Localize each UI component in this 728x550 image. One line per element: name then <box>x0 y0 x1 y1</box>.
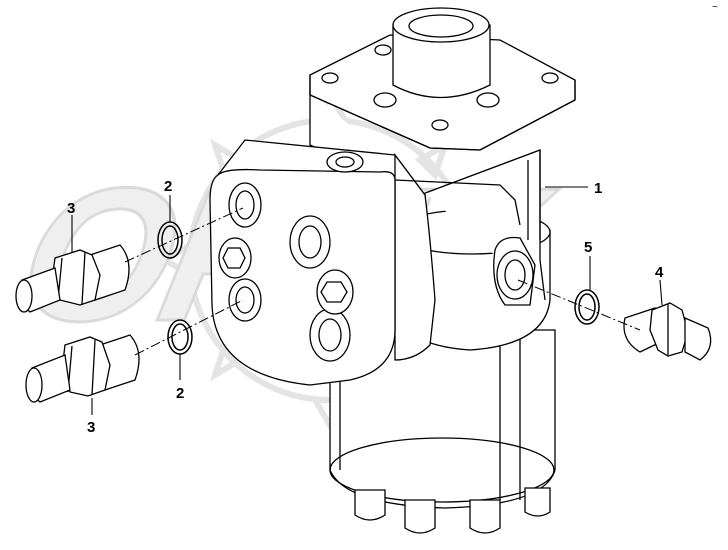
callout-2-lower: 2 <box>176 385 184 402</box>
assembly-lines <box>124 207 641 356</box>
ports <box>218 182 354 362</box>
callout-4: 4 <box>655 264 664 281</box>
main-valve-assembly <box>209 7 576 534</box>
leader-lines <box>71 186 663 415</box>
callout-1: 1 <box>594 180 602 197</box>
callout-3-upper: 3 <box>67 200 75 217</box>
lower-cylinder <box>329 329 556 534</box>
fitting-3-lower <box>25 334 140 403</box>
port-block <box>209 139 521 386</box>
top-boss <box>392 7 491 99</box>
o-ring-5 <box>574 289 600 325</box>
callout-3-lower: 3 <box>87 419 95 436</box>
bottom-bolts <box>354 487 551 534</box>
callout-5: 5 <box>584 239 592 256</box>
fitting-4 <box>623 302 712 361</box>
corner-mark: ~ <box>712 2 718 13</box>
upper-column <box>309 90 546 301</box>
side-port <box>493 236 536 306</box>
callouts: 1 2 2 3 3 4 5 ~ <box>67 2 718 436</box>
fitting-3-upper <box>15 244 130 313</box>
callout-2-upper: 2 <box>164 178 172 195</box>
